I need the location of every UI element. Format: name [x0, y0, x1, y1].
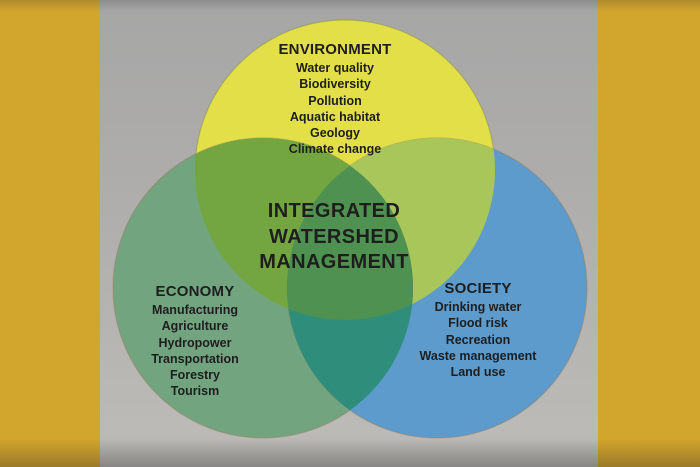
economy-item: Manufacturing — [151, 303, 239, 317]
environment-item: Geology — [309, 126, 360, 141]
economy-item: Tourism — [170, 384, 220, 399]
environment-item: Water quality — [295, 61, 375, 75]
center-title: INTEGRATED WATERSHED MANAGEMENT — [224, 199, 444, 276]
environment-item: Biodiversity — [299, 77, 371, 92]
economy-title: ECONOMY — [155, 283, 235, 300]
society-item: Drinking water — [434, 300, 522, 314]
center-title-block: INTEGRATED WATERSHED MANAGEMENT — [224, 199, 444, 276]
economy-item: Transportation — [151, 351, 239, 366]
environment-item: Aquatic habitat — [289, 109, 381, 124]
society-title: SOCIETY — [444, 280, 512, 297]
society-item: Waste management — [419, 348, 537, 363]
right-border-bar — [598, 0, 700, 467]
center-title-line: INTEGRATED — [267, 200, 401, 222]
center-title-line: WATERSHED — [269, 225, 399, 248]
center-title-line: MANAGEMENT — [259, 251, 409, 273]
economy-item: Hydropower — [158, 335, 232, 350]
society-item: Flood risk — [448, 316, 508, 331]
environment-item: Pollution — [308, 93, 362, 108]
economy-item: Agriculture — [161, 319, 229, 334]
society-item: Recreation — [445, 332, 511, 347]
society-item: Land use — [450, 365, 506, 380]
economy-item: Forestry — [169, 368, 221, 383]
environment-item: Climate change — [288, 142, 382, 157]
triple-overlap — [287, 138, 413, 320]
environment-title: ENVIRONMENT — [278, 41, 392, 58]
left-border-bar — [0, 0, 100, 467]
